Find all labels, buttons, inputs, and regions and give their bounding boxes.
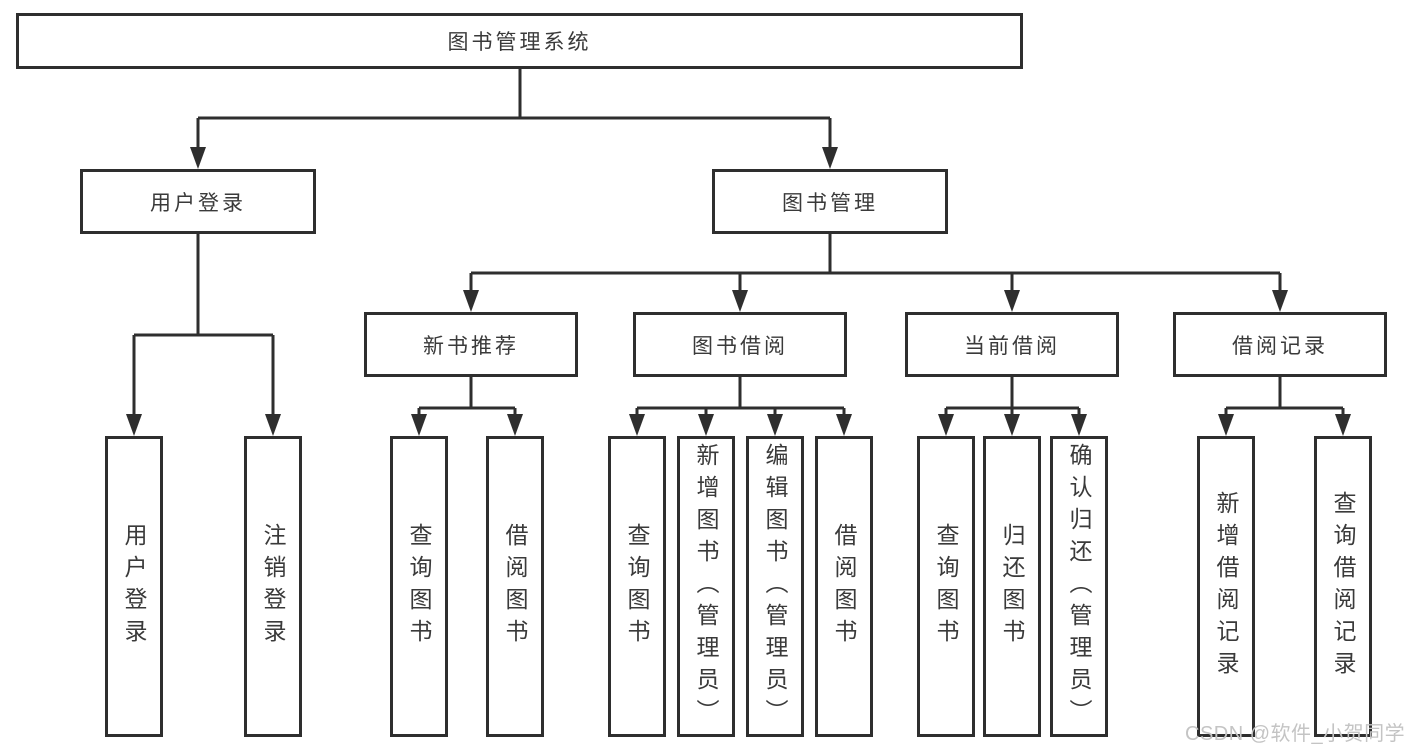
leaf-borrowsec-query-books: 查询图书 <box>608 436 666 737</box>
leaf-borrowsec-query-books-label: 查询图书 <box>624 522 650 651</box>
watermark: CSDN @软件_小贺同学 <box>1185 723 1405 745</box>
leaf-current-query-books: 查询图书 <box>917 436 975 737</box>
leaf-logout-login-label: 注销登录 <box>260 522 286 651</box>
node-user-login-label: 用户登录 <box>150 191 246 215</box>
node-book-management: 图书管理 <box>712 169 948 234</box>
node-new-book-recommend: 新书推荐 <box>364 312 578 377</box>
leaf-confirm-return-admin: 确认归还（管理员） <box>1050 436 1108 737</box>
node-current-borrow: 当前借阅 <box>905 312 1119 377</box>
leaf-user-login-label: 用户登录 <box>121 522 147 651</box>
leaf-newrec-borrow-books-label: 借阅图书 <box>502 522 528 651</box>
node-current-borrow-label: 当前借阅 <box>964 334 1060 358</box>
node-user-login: 用户登录 <box>80 169 316 234</box>
leaf-borrow-books-label: 借阅图书 <box>831 522 857 651</box>
leaf-confirm-return-admin-label: 确认归还（管理员） <box>1066 442 1092 731</box>
leaf-add-books-admin-label: 新增图书（管理员） <box>693 442 719 731</box>
leaf-add-borrow-record-label: 新增借阅记录 <box>1213 490 1239 683</box>
node-new-book-recommend-label: 新书推荐 <box>423 334 519 358</box>
leaf-newrec-borrow-books: 借阅图书 <box>486 436 544 737</box>
node-book-management-label: 图书管理 <box>782 191 878 215</box>
leaf-current-query-books-label: 查询图书 <box>933 522 959 651</box>
node-root-label: 图书管理系统 <box>447 31 592 54</box>
leaf-query-borrow-record-label: 查询借阅记录 <box>1330 490 1356 683</box>
leaf-add-books-admin: 新增图书（管理员） <box>677 436 735 737</box>
leaf-newrec-query-books: 查询图书 <box>390 436 448 737</box>
leaf-newrec-query-books-label: 查询图书 <box>406 522 432 651</box>
leaf-edit-books-admin: 编辑图书（管理员） <box>746 436 804 737</box>
leaf-user-login: 用户登录 <box>105 436 163 737</box>
node-book-borrow: 图书借阅 <box>633 312 847 377</box>
leaf-borrow-books: 借阅图书 <box>815 436 873 737</box>
leaf-query-borrow-record: 查询借阅记录 <box>1314 436 1372 737</box>
leaf-edit-books-admin-label: 编辑图书（管理员） <box>762 442 788 731</box>
node-borrow-record: 借阅记录 <box>1173 312 1387 377</box>
leaf-return-books-label: 归还图书 <box>999 522 1025 651</box>
node-root: 图书管理系统 <box>16 13 1023 69</box>
leaf-return-books: 归还图书 <box>983 436 1041 737</box>
node-borrow-record-label: 借阅记录 <box>1232 334 1328 358</box>
node-book-borrow-label: 图书借阅 <box>692 334 788 358</box>
leaf-add-borrow-record: 新增借阅记录 <box>1197 436 1255 737</box>
leaf-logout-login: 注销登录 <box>244 436 302 737</box>
